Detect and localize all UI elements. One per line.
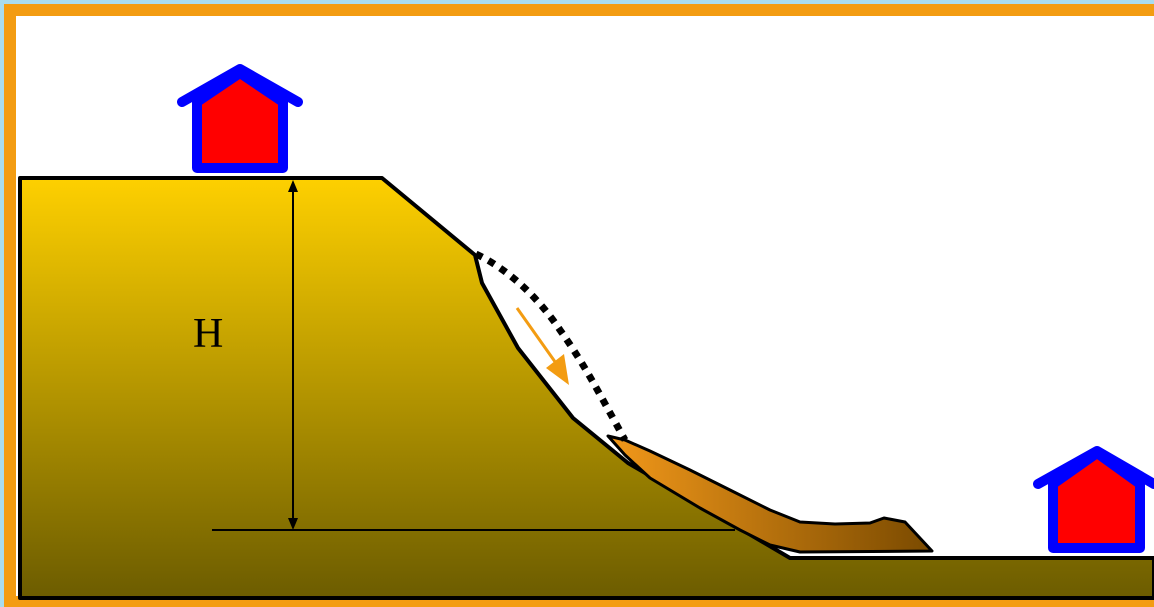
ground-body: [18, 176, 1154, 600]
arrow-down-right-icon: [515, 307, 569, 385]
original-slope-outline: [474, 250, 629, 442]
height-dimension-arrow: [288, 180, 298, 530]
landslide-debris: [606, 434, 934, 554]
height-label: H: [193, 311, 223, 357]
house-icon: [1033, 446, 1154, 553]
house-icon: [177, 64, 303, 173]
